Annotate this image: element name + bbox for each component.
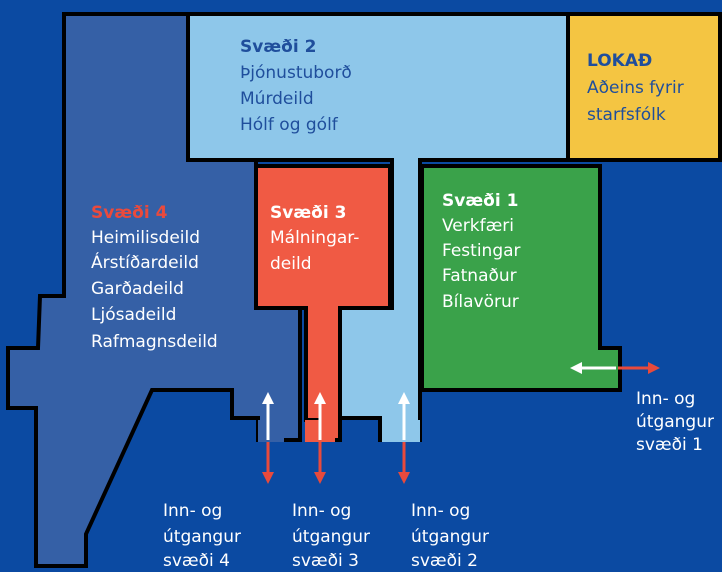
zone-1-line: Festingar [442, 241, 521, 261]
zone-4-line: Garðadeild [91, 279, 184, 299]
zone-4-line: Ljósadeild [91, 305, 176, 325]
zone-4-title: Svæði 4 [91, 203, 168, 223]
zone-4-line: Árstíðardeild [91, 251, 199, 273]
entrance-3-label: Inn- og [292, 501, 351, 521]
zone-2-title: Svæði 2 [240, 37, 316, 57]
entrance-2-label: útgangur [411, 527, 489, 547]
zone-3-title: Svæði 3 [270, 203, 346, 223]
zone-3-line: deild [270, 254, 312, 274]
closed-area [566, 12, 722, 162]
zone-2-line: Þjónustuborð [240, 63, 352, 83]
zone-2-line: Múrdeild [240, 89, 314, 109]
entrance-2-label: svæði 2 [411, 551, 478, 571]
entrance-4-gap [258, 420, 284, 442]
entrance-4-label: svæði 4 [163, 551, 230, 571]
zone-1-line: Fatnaður [442, 266, 517, 286]
zone-1-line: Bílavörur [442, 292, 519, 312]
entrance-4-arrows [262, 392, 274, 484]
entrance-2-arrows [398, 392, 410, 484]
closed-line: Aðeins fyrir [587, 78, 684, 98]
zone-1-area [420, 164, 622, 392]
zone-1-title: Svæði 1 [442, 191, 518, 211]
entrance-1-label: Inn- og [636, 389, 695, 409]
zone-2-line: Hólf og gólf [240, 115, 339, 135]
entrance-3-label: útgangur [292, 527, 370, 547]
entrance-1-label: útgangur [636, 412, 714, 432]
entrance-2-gap [382, 420, 420, 442]
entrance-3-label: svæði 3 [292, 551, 359, 571]
entrance-1-arrows [570, 362, 660, 374]
entrance-3-arrows [314, 392, 326, 484]
closed-line: starfsfólk [587, 105, 666, 125]
zone-4-line: Heimilisdeild [91, 228, 200, 248]
zone-1-line: Verkfæri [442, 216, 514, 236]
zone-4-line: Rafmagnsdeild [91, 332, 218, 352]
entrance-1-label: svæði 1 [636, 435, 703, 455]
closed-title: LOKAÐ [587, 51, 652, 71]
entrance-4-label: útgangur [163, 527, 241, 547]
zone-3-line: Málningar- [270, 228, 359, 248]
entrance-2-label: Inn- og [411, 501, 470, 521]
entrance-4-label: Inn- og [163, 501, 222, 521]
